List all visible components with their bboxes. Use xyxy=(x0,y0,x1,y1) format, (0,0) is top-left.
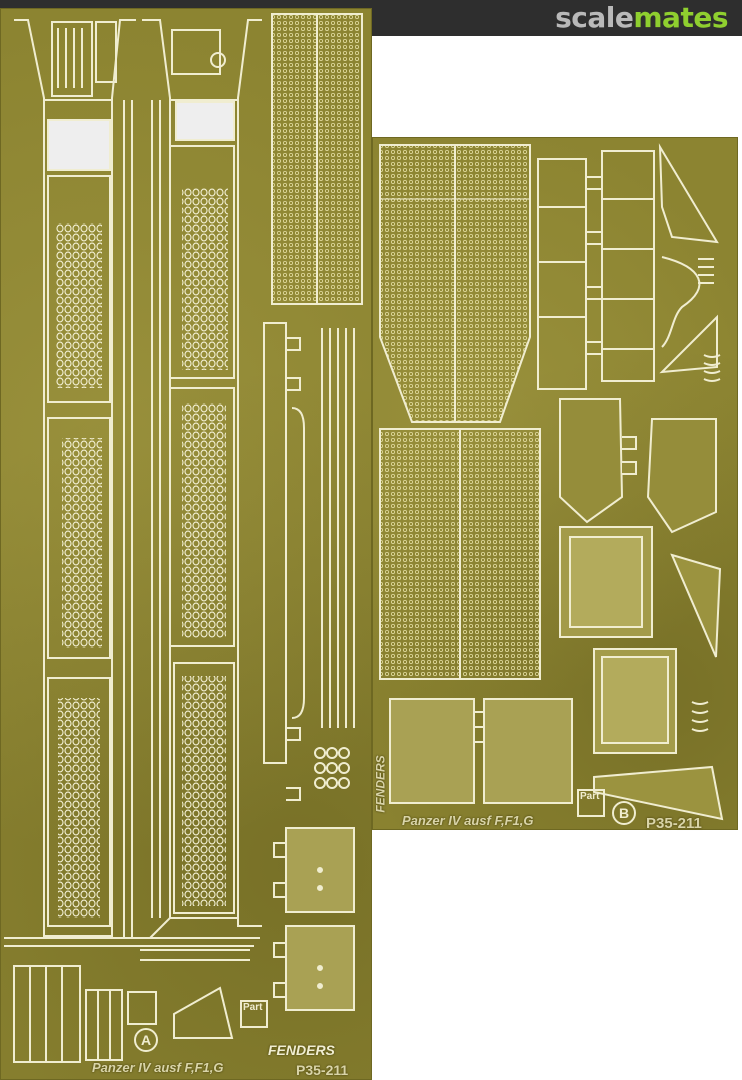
fret-a-parts xyxy=(4,13,363,1063)
fret-b-product: Panzer IV ausf F,F1,G xyxy=(402,813,534,828)
logo-text-scale: scale xyxy=(555,1,634,34)
wedge-plates xyxy=(593,553,724,821)
fret-a-letter: A xyxy=(134,1028,158,1052)
long-strips xyxy=(263,322,355,801)
fret-b-brand-logo: Part xyxy=(577,789,605,817)
mesh-panel-top xyxy=(379,144,531,423)
small-clips-top xyxy=(703,354,721,382)
fret-a-title: FENDERS xyxy=(268,1042,335,1058)
fret-sheet-b: FENDERS Panzer IV ausf F,F1,G Part B P35… xyxy=(372,137,738,832)
fret-a-brand-logo: Part xyxy=(240,1000,268,1028)
bottom-small-parts xyxy=(4,937,260,1063)
fret-sheet-a: Part A FENDERS Panzer IV ausf F,F1,G P35… xyxy=(0,8,372,1080)
riveted-plates xyxy=(273,827,355,1011)
fret-a-code: P35-211 xyxy=(296,1062,349,1078)
mesh-panel-bottom xyxy=(379,428,541,680)
triangle-brackets xyxy=(658,143,719,374)
scalemates-logo[interactable]: scalemates xyxy=(555,3,728,33)
bracket-ladder xyxy=(537,150,655,390)
hatch-frames xyxy=(559,526,677,754)
fret-b-side-text: FENDERS xyxy=(373,755,388,813)
side-plates xyxy=(559,398,717,534)
bottom-plates xyxy=(389,698,573,804)
fender-middle xyxy=(142,19,262,939)
logo-text-mates: mates xyxy=(633,1,728,34)
fret-b-parts xyxy=(379,143,724,821)
mesh-screen xyxy=(271,13,363,305)
fender-left xyxy=(14,19,136,939)
small-clips-bottom xyxy=(691,701,709,732)
fret-b-letter: B xyxy=(612,801,636,825)
fret-b-code: P35-211 xyxy=(646,815,702,832)
fret-a-product: Panzer IV ausf F,F1,G xyxy=(92,1060,224,1075)
